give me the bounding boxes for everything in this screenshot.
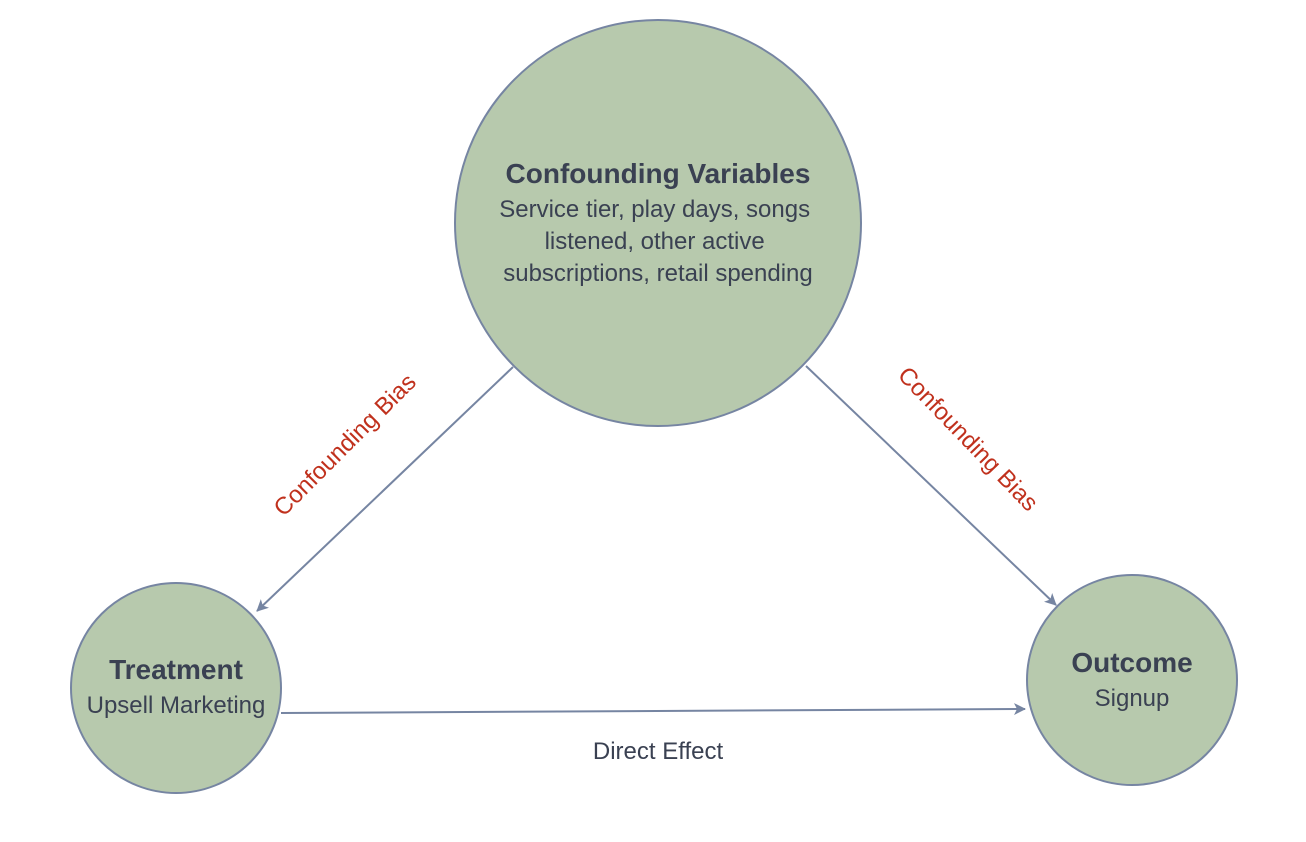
node-title-confounding-variables: Confounding Variables	[506, 158, 811, 189]
node-circle-treatment	[70, 582, 282, 794]
node-circle-outcome	[1026, 574, 1238, 786]
node-circle-confounding-variables	[454, 19, 862, 427]
node-description-outcome: Signup	[1095, 685, 1170, 712]
edge-label-confounders-to-treatment: Confounding Bias	[269, 369, 422, 522]
node-description-line-1: Service tier, play days, songs	[499, 196, 810, 223]
edge-treatment-to-outcome: Direct Effect	[280, 703, 1026, 765]
node-description-confounding-variables: Service tier, play days, songs listened,…	[499, 196, 817, 287]
edge-line-confounders-to-outcome	[805, 365, 1057, 606]
edge-line-confounders-to-treatment	[256, 366, 514, 612]
node-outcome: Outcome Signup	[1026, 574, 1238, 786]
edge-confounders-to-treatment: Confounding Bias	[256, 366, 514, 612]
node-description-line-2: listened, other active	[545, 228, 765, 255]
edge-line-treatment-to-outcome	[280, 703, 1026, 716]
node-description-line-3: subscriptions, retail spending	[503, 260, 813, 287]
node-description-treatment: Upsell Marketing	[87, 692, 266, 719]
node-title-treatment: Treatment	[109, 654, 243, 685]
edge-label-treatment-to-outcome: Direct Effect	[593, 738, 724, 765]
edge-confounders-to-outcome: Confounding Bias	[805, 362, 1057, 606]
node-treatment: Treatment Upsell Marketing	[70, 582, 282, 794]
edge-label-confounders-to-outcome: Confounding Bias	[892, 362, 1043, 517]
node-title-outcome: Outcome	[1071, 647, 1192, 678]
node-confounding-variables: Confounding Variables Service tier, play…	[454, 19, 862, 427]
